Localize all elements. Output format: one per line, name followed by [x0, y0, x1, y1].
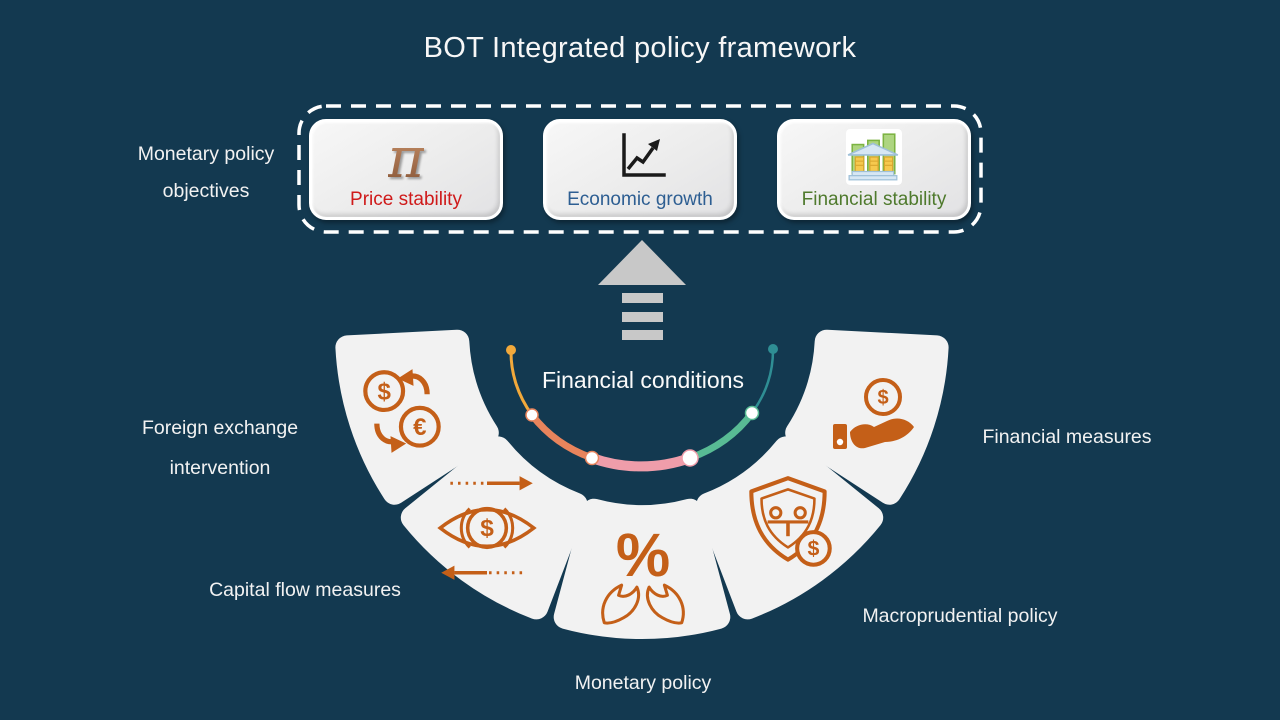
pi-inflation-icon: π [387, 125, 425, 191]
label-capital-flow: Capital flow measures [209, 579, 401, 601]
label-financial-measures: Financial measures [982, 426, 1152, 448]
segment-capital-flow [400, 436, 588, 620]
percent-hands-icon: % [601, 522, 685, 625]
up-arrow-bar [622, 330, 663, 340]
segment-foreign-exchange [335, 329, 499, 505]
svg-text:%: % [616, 522, 670, 589]
bank-bars-icon [846, 126, 902, 188]
page-title: BOT Integrated policy framework [423, 32, 857, 64]
segment-financial-measures [785, 329, 949, 505]
objectives-label: Monetary policy objectives [86, 136, 326, 210]
label-monetary-policy: Monetary policy [574, 672, 712, 694]
svg-text:$: $ [377, 378, 391, 405]
dashed-border [297, 104, 983, 234]
objectives-label-line1: Monetary policy [137, 143, 275, 165]
card-price-stability: π Price stability [309, 118, 503, 220]
currency-exchange-icon: $ € [363, 369, 441, 453]
svg-text:$: $ [807, 537, 819, 561]
financial-conditions-label: Financial conditions [541, 367, 744, 393]
card-label-price-stability: Price stability [350, 188, 462, 210]
card-financial-stability: Financial stability [777, 118, 971, 220]
objectives-group-box: π Price stability Economic growth [296, 103, 984, 235]
svg-text:$: $ [480, 515, 494, 542]
up-arrow-bar [622, 293, 663, 303]
card-economic-growth: Economic growth [543, 118, 737, 220]
growth-chart-icon [612, 126, 668, 188]
eye-dollar-flow-icon: $ [437, 476, 537, 580]
up-arrow-icon [598, 240, 686, 285]
card-label-economic-growth: Economic growth [567, 188, 713, 210]
up-arrow-bar [622, 312, 663, 322]
svg-text:€: € [413, 414, 426, 441]
label-foreign-exchange: Foreign exchange intervention [141, 417, 299, 479]
arc-dots [506, 344, 778, 467]
shield-balance-icon: $ [749, 476, 832, 567]
objectives-cards-row: π Price stability Economic growth [296, 103, 984, 235]
card-label-financial-stability: Financial stability [801, 188, 947, 210]
coin-in-hand-icon: $ [833, 378, 914, 449]
svg-text:$: $ [877, 387, 888, 409]
label-macroprudential: Macroprudential policy [862, 605, 1058, 627]
objectives-label-line2: objectives [162, 180, 250, 202]
